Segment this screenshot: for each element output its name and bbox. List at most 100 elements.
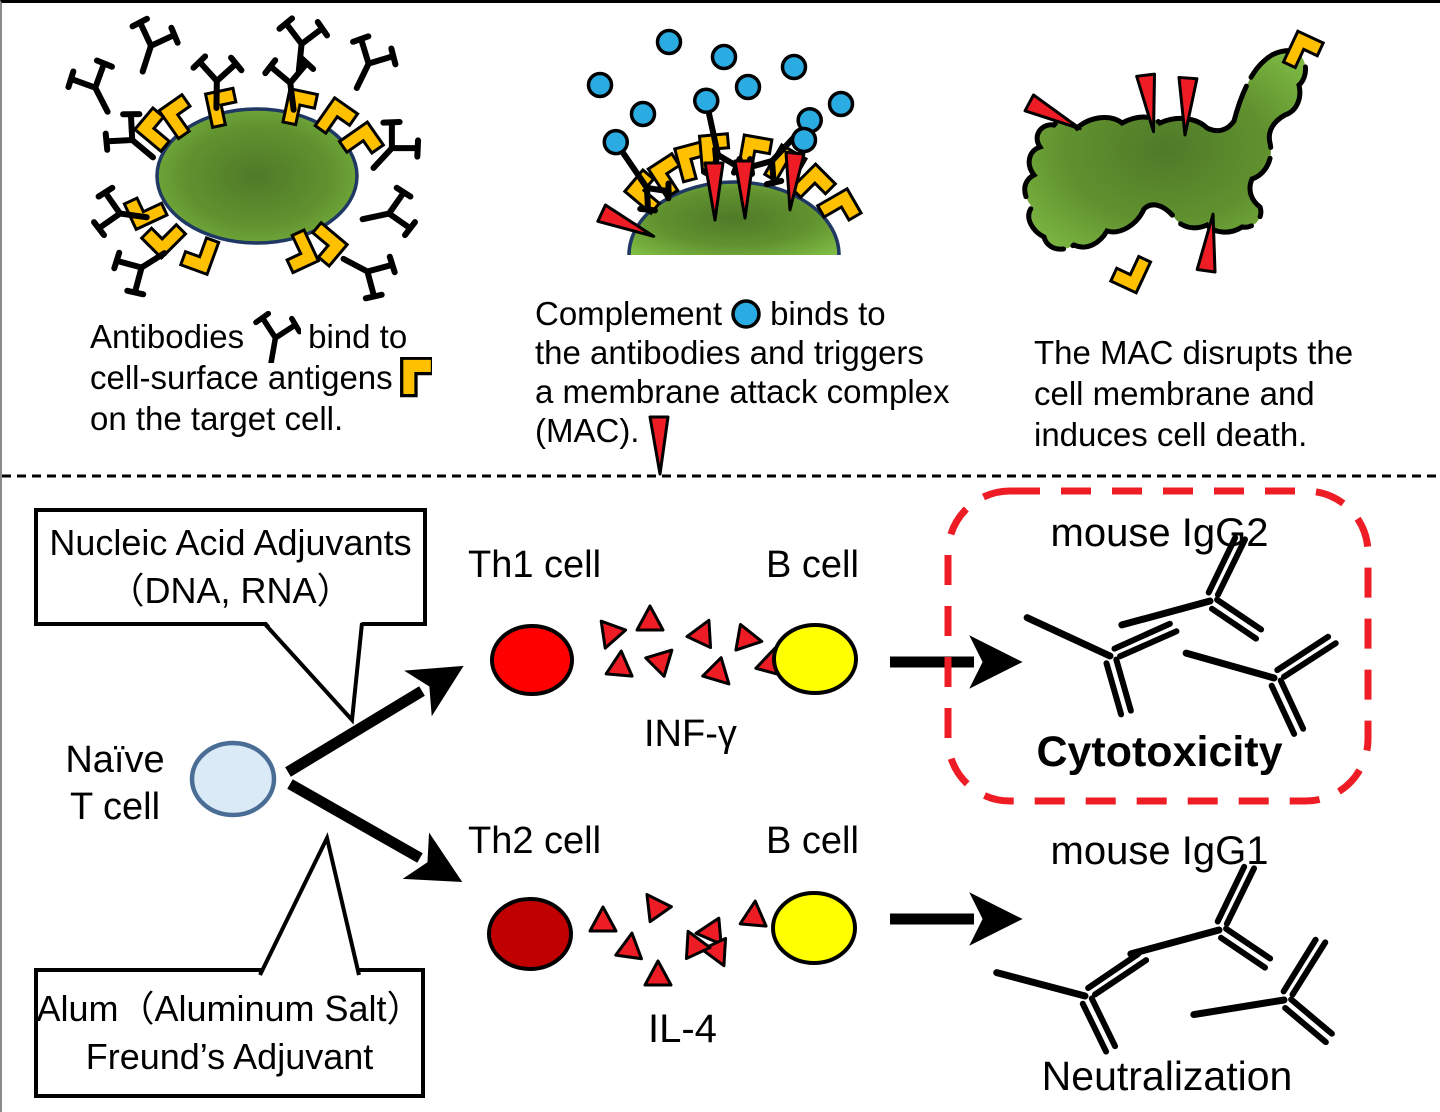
cytokine-triangle-icon: [643, 959, 673, 987]
bubble-top-tail: [262, 619, 364, 725]
bubble-line: （DNA, RNA）: [108, 570, 353, 611]
antigen-icon: [816, 187, 863, 232]
mac-spike-icon: [733, 159, 755, 220]
complement-icon: [655, 28, 683, 56]
antibody-icon: [356, 114, 426, 184]
antigen-icon: [697, 132, 732, 172]
mac-spike-icon: [778, 150, 806, 213]
igg-antibody-icon: [1027, 607, 1182, 720]
cytotoxicity-label: Cytotoxicity: [1036, 728, 1283, 776]
antigen-icon: [122, 188, 169, 231]
inf-gamma-cytokines: [591, 604, 789, 695]
caption-antibodies: Antibodies bind to cell-surface antigens…: [90, 316, 432, 439]
neutralization-label: Neutralization: [1041, 1053, 1293, 1099]
antibody-icon: [119, 15, 182, 79]
antibody-icon: [264, 57, 316, 112]
th1-cell: [490, 624, 574, 696]
cytokine-triangle-icon: [685, 613, 723, 650]
cytokine-triangle-icon: [634, 885, 673, 924]
mac-spike-icon: [1023, 93, 1086, 140]
igg1-title: mouse IgG1: [1050, 829, 1269, 873]
mac-spike-icon: [1173, 75, 1199, 138]
complement-icon: [780, 53, 808, 81]
naive-line1: Naïve: [65, 739, 165, 781]
caption-antibodies-line3: on the target cell.: [90, 398, 432, 439]
dying-cell: [1022, 48, 1308, 252]
antibody-icon: [92, 186, 151, 242]
antibody-complement-icon: [744, 96, 826, 190]
antigen-icon: [277, 228, 320, 275]
complement-icon: [790, 126, 818, 154]
caption-text: binds to: [770, 295, 886, 332]
mac-spike-icon: [1195, 211, 1225, 274]
target-cell-panel: [63, 15, 425, 304]
antigen-icon: [1109, 248, 1153, 295]
mac-spike-icon: [596, 203, 659, 247]
adjuvant-bubble-bottom: Alum（Aluminum Salt） Freund’s Adjuvant: [34, 968, 425, 1098]
antigen-icon: [301, 221, 349, 268]
bubble-line: Alum（Aluminum Salt）: [36, 988, 423, 1029]
antibody-icon: [191, 56, 242, 109]
bubble-bottom-tail: [258, 832, 361, 977]
adjuvant-bubble-top: Nucleic Acid Adjuvants （DNA, RNA）: [34, 508, 427, 626]
antigen-icon: [133, 106, 181, 153]
caption-antibodies-line1: Antibodies bind to: [90, 316, 432, 357]
mac-spike-icon: [703, 161, 725, 222]
cytokine-triangle-icon: [738, 898, 770, 928]
target-cell: [155, 107, 359, 245]
complement-icon: [629, 100, 657, 128]
antigen-icon: [179, 231, 221, 276]
antigen-icon: [204, 86, 242, 129]
caption-text: Antibodies: [90, 318, 245, 355]
antibody-icon: [251, 311, 301, 363]
mac-spike-icon: [1135, 72, 1163, 135]
cytokine-triangle-icon: [700, 936, 738, 973]
antibody-icon: [335, 31, 401, 99]
complement-panel: [586, 28, 863, 256]
cytokine-triangle-icon: [644, 639, 683, 678]
caption-mac-line1: The MAC disrupts the: [1034, 332, 1353, 373]
il4-cytokines: [588, 885, 770, 987]
caption-complement-line4: (MAC).: [535, 411, 950, 476]
complement-icon: [586, 71, 614, 99]
caption-mac: The MAC disrupts the cell membrane and i…: [1034, 332, 1353, 455]
caption-complement: Complement binds to the antibodies and t…: [535, 294, 950, 476]
igg-antibody-icon: [1131, 851, 1309, 1028]
antigen-icon: [736, 133, 774, 175]
caption-text: induces cell death.: [1034, 416, 1308, 453]
caption-mac-line3: induces cell death.: [1034, 414, 1353, 455]
antibody-icon: [98, 106, 168, 176]
antibody-icon: [358, 186, 417, 242]
caption-text: bind to: [308, 318, 408, 355]
antigen-icon: [140, 212, 188, 260]
antibody-icon: [109, 233, 177, 300]
dome-antigens: [623, 132, 863, 232]
antigen-icon: [399, 356, 432, 397]
caption-text: on the target cell.: [90, 400, 344, 437]
igg2-antibodies: [1027, 522, 1353, 753]
caption-complement-line1: Complement binds to: [535, 294, 950, 333]
antigen-icon: [673, 140, 713, 184]
cytokine-triangle-icon: [674, 924, 712, 961]
antigen-icon: [623, 168, 671, 215]
mac-spike-icon: [648, 415, 670, 476]
cytokine-triangle-icon: [734, 622, 766, 656]
bubble-line: Freund’s Adjuvant: [85, 1036, 374, 1077]
naive-tcell-label: Naïve T cell: [50, 737, 180, 831]
bcell-bottom-label: B cell: [766, 820, 859, 862]
cytokine-triangle-icon: [754, 643, 789, 677]
bcell-top-label: B cell: [766, 544, 859, 586]
dome-antibodies-with-complement: [588, 86, 825, 217]
caption-text: Complement: [535, 295, 723, 332]
complement-icon: [827, 90, 855, 118]
caption-antibodies-line2: cell-surface antigens: [90, 356, 432, 398]
caption-text: a membrane attack complex: [535, 373, 950, 410]
antigen-icon: [763, 143, 808, 190]
il4-label: IL-4: [648, 1007, 717, 1051]
cytokine-triangle-icon: [693, 916, 723, 948]
cytokine-triangle-icon: [614, 929, 647, 961]
complement-icon: [710, 43, 738, 71]
th1-label: Th1 cell: [468, 544, 602, 586]
antibody-complement-icon: [588, 126, 675, 217]
